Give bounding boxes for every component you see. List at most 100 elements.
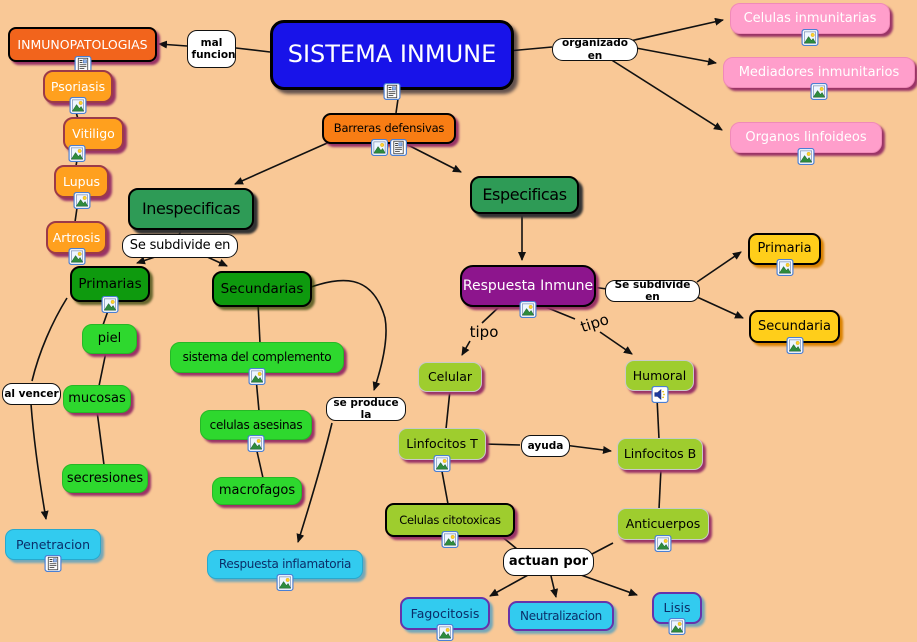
concept-label: Celulas inmunitarias	[743, 10, 877, 26]
concept-macrofagos[interactable]: macrofagos	[212, 477, 302, 505]
concept-vitiligo[interactable]: Vitiligo	[63, 117, 124, 151]
image-resource-icon[interactable]	[102, 296, 119, 313]
concept-humoral[interactable]: Humoral	[625, 360, 694, 391]
concept-label: celulas asesinas	[209, 417, 303, 432]
image-resource-icon[interactable]	[811, 83, 828, 100]
concept-label: piel	[97, 331, 122, 347]
concept-anticuerpos[interactable]: Anticuerpos	[617, 508, 709, 540]
concept-label: Respuesta Inmune	[462, 277, 594, 294]
image-resource-icon[interactable]	[249, 368, 266, 385]
concept-artrosis[interactable]: Artrosis	[46, 221, 107, 254]
concept-inespecificas[interactable]: Inespecificas	[128, 188, 254, 230]
image-resource-icon[interactable]	[371, 139, 388, 156]
concept-penetracion[interactable]: Penetracion	[5, 529, 101, 560]
image-resource-icon[interactable]	[68, 145, 85, 162]
image-resource-icon[interactable]	[434, 455, 451, 472]
concept-mucosas[interactable]: mucosas	[63, 385, 131, 413]
concept-label: SISTEMA INMUNE	[287, 40, 497, 69]
image-resource-icon[interactable]	[655, 535, 672, 552]
concept-secresiones[interactable]: secresiones	[62, 464, 148, 493]
linking-phrase-organizado-en[interactable]: organizado en	[552, 37, 638, 62]
concept-celulas-inmunitarias[interactable]: Celulas inmunitarias	[730, 3, 890, 34]
image-resource-icon[interactable]	[786, 337, 803, 354]
concept-secundarias[interactable]: Secundarias	[212, 271, 312, 307]
image-resource-icon[interactable]	[802, 29, 819, 46]
image-resource-icon[interactable]	[248, 435, 265, 452]
concept-organos-linfoideos[interactable]: Organos linfoideos	[730, 122, 882, 153]
concept-respuesta-inmune[interactable]: Respuesta Inmune	[460, 265, 596, 307]
concept-mediadores-inmunitarios[interactable]: Mediadores inmunitarios	[723, 57, 915, 88]
linking-phrase-se-subdivide-en-left[interactable]: Se subdivide en	[122, 234, 238, 258]
concept-piel[interactable]: piel	[82, 324, 137, 354]
concept-label: Lupus	[62, 173, 101, 189]
concept-label: Humoral	[632, 367, 687, 383]
image-resource-icon[interactable]	[798, 148, 815, 165]
linking-phrase-label: Se subdivide en	[129, 237, 231, 253]
image-resource-icon[interactable]	[437, 624, 454, 641]
concept-sistema-inmune[interactable]: SISTEMA INMUNE	[270, 20, 514, 90]
concept-label: INMUNOPATOLOGIAS	[17, 36, 148, 52]
audio-resource-icon[interactable]	[651, 386, 668, 403]
concept-sistema-del-complemento[interactable]: sistema del complemento	[170, 342, 344, 373]
concept-celulas-asesinas[interactable]: celulas asesinas	[200, 410, 312, 440]
concept-barreras-defensivas[interactable]: Barreras defensivas	[322, 113, 456, 144]
linking-phrase-label: mal funcion	[191, 36, 236, 61]
concept-linfocitos-b[interactable]: Linfocitos B	[617, 438, 703, 470]
document-resource-icon[interactable]	[45, 555, 62, 572]
concept-label: Neutralizacion	[520, 608, 602, 623]
concept-label: Linfocitos T	[406, 436, 478, 452]
linking-phrase-se-subdivide-en-right[interactable]: Se subdivide en	[605, 278, 700, 303]
concept-label: Mediadores inmunitarios	[738, 64, 900, 80]
image-resource-icon[interactable]	[442, 531, 459, 548]
concept-label: Especificas	[482, 184, 567, 204]
concept-label: Primarias	[78, 275, 142, 292]
concept-label: Penetracion	[15, 536, 90, 552]
linking-phrase-se-produce-la[interactable]: se produce la	[326, 397, 406, 421]
concept-especificas[interactable]: Especificas	[470, 176, 579, 214]
connector-group	[30, 17, 744, 598]
concept-label: Artrosis	[52, 229, 101, 245]
image-resource-icon[interactable]	[669, 618, 686, 635]
concept-label: Organos linfoideos	[745, 129, 867, 145]
concept-label: Lisis	[663, 600, 691, 616]
image-resource-icon[interactable]	[68, 248, 85, 265]
concept-primarias[interactable]: Primarias	[70, 266, 150, 302]
image-resource-icon[interactable]	[73, 192, 90, 209]
concept-label: macrofagos	[218, 483, 296, 499]
concept-primaria[interactable]: Primaria	[748, 233, 821, 265]
concept-label: Celular	[427, 369, 473, 385]
concept-lisis[interactable]: Lisis	[652, 592, 702, 624]
concept-secundaria[interactable]: Secundaria	[749, 310, 840, 343]
concept-fagocitosis[interactable]: Fagocitosis	[400, 597, 490, 630]
concept-celular[interactable]: Celular	[418, 362, 482, 392]
concept-label: Barreras defensivas	[333, 121, 445, 136]
image-resource-icon[interactable]	[70, 97, 87, 114]
linking-phrase-label: ayuda	[527, 439, 564, 452]
concept-celulas-citotoxicas[interactable]: Celulas citotoxicas	[385, 503, 515, 537]
concept-label: Celulas citotoxicas	[399, 512, 501, 527]
linking-phrase-actuan-por[interactable]: actuan por	[503, 548, 594, 576]
concept-neutralizacion[interactable]: Neutralizacion	[508, 601, 614, 631]
concept-linfocitos-t[interactable]: Linfocitos T	[398, 428, 486, 460]
concept-label: sistema del complemento	[182, 350, 332, 365]
image-resource-icon[interactable]	[520, 301, 537, 318]
image-resource-icon[interactable]	[776, 259, 793, 276]
document-resource-icon[interactable]	[384, 83, 401, 100]
linking-phrase-mal-funcion[interactable]: mal funcion	[187, 30, 236, 68]
linking-phrase-ayuda[interactable]: ayuda	[521, 435, 570, 457]
linking-phrase-tipo-left[interactable]: tipo	[464, 323, 504, 343]
linking-phrase-label: Se subdivide en	[614, 278, 691, 303]
concept-label: Psoriasis	[50, 78, 106, 94]
linking-phrase-al-vencer[interactable]: al vencer	[2, 383, 61, 405]
concept-label: Secundarias	[220, 280, 304, 297]
concept-respuesta-inflamatoria[interactable]: Respuesta inflamatoria	[207, 550, 363, 579]
linking-phrase-label: actuan por	[508, 553, 589, 569]
concept-psoriasis[interactable]: Psoriasis	[43, 70, 113, 103]
document-resource-icon[interactable]	[390, 139, 407, 156]
image-resource-icon[interactable]	[277, 574, 294, 591]
concept-inmunopatologias[interactable]: INMUNOPATOLOGIAS	[8, 27, 157, 62]
concept-lupus[interactable]: Lupus	[54, 165, 109, 198]
concept-label: mucosas	[68, 391, 126, 407]
